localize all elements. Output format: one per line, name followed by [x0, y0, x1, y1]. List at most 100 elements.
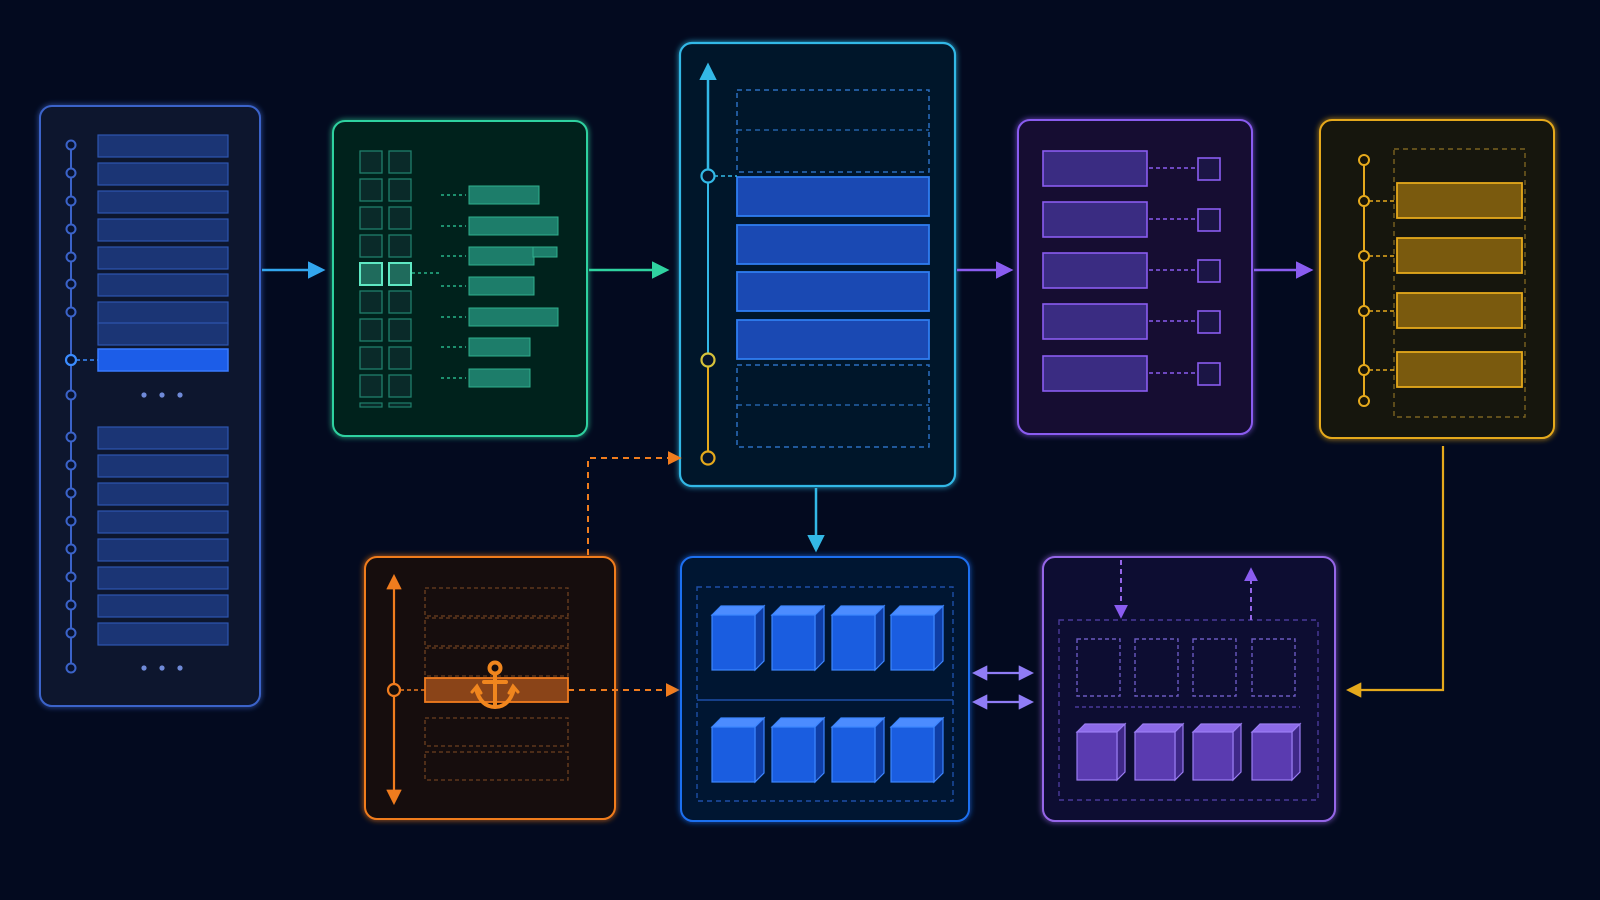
- window-panel: [678, 41, 957, 488]
- selection-row: [1396, 182, 1523, 219]
- index-bar: [468, 276, 535, 296]
- selection-node: [1358, 364, 1370, 376]
- blocks-panel: [680, 556, 970, 822]
- block-cube: [710, 604, 766, 672]
- source-row: [97, 301, 229, 325]
- index-cell: [388, 150, 412, 174]
- mapping-target: [1197, 208, 1221, 232]
- source-row: [97, 322, 229, 346]
- index-bars: [441, 185, 559, 388]
- selection-node: [1358, 305, 1370, 317]
- source-node: [65, 487, 77, 499]
- anchor-dashed-row: [424, 587, 569, 617]
- anchor-dashed-row: [424, 617, 569, 647]
- mapping-row: [1042, 355, 1148, 392]
- staging-cube: [1133, 722, 1185, 782]
- index-cell: [388, 234, 412, 258]
- staging-slot: [1076, 638, 1121, 697]
- selection-rows: [1358, 154, 1523, 407]
- source-row: [97, 218, 229, 242]
- source-node: [65, 599, 77, 611]
- index-cell: [359, 290, 383, 314]
- source-rows: [64, 134, 229, 674]
- staging-cube-side: [1116, 722, 1126, 782]
- source-node: [65, 571, 77, 583]
- selection-row: [1396, 351, 1523, 388]
- source-row: [97, 162, 229, 186]
- source-node: [65, 195, 77, 207]
- mapping-target: [1197, 157, 1221, 181]
- window-dashed-frame-bottom: [736, 364, 930, 448]
- anchor-rows: [424, 587, 569, 781]
- index-bar: [468, 337, 531, 357]
- selection-node: [1358, 250, 1370, 262]
- source-row: [97, 190, 229, 214]
- index-cell: [388, 178, 412, 202]
- block-cube-front: [711, 614, 756, 671]
- index-grid: [359, 150, 440, 408]
- source-node: [65, 251, 77, 263]
- source-node: [65, 459, 77, 471]
- selection-row: [1396, 292, 1523, 329]
- staging-slot: [1251, 638, 1296, 697]
- staging-cube-side: [1291, 722, 1301, 782]
- block-cube-front: [771, 614, 816, 671]
- selection-panel: [1319, 119, 1555, 439]
- anchor-marker: [386, 682, 402, 698]
- source-row: [97, 622, 229, 646]
- window-row: [736, 224, 930, 265]
- source-node: [65, 543, 77, 555]
- staging-slot: [1192, 638, 1237, 697]
- index-cell: [359, 374, 383, 398]
- window-row: [736, 271, 930, 312]
- selection-dashed-frame: [1393, 148, 1526, 418]
- index-cell: [359, 150, 383, 174]
- index-cell-partial: [359, 402, 383, 408]
- block-cube-side: [874, 604, 885, 672]
- index-bar: [468, 307, 559, 327]
- window-rows: [736, 176, 930, 360]
- source-row: [97, 482, 229, 506]
- index-cell: [359, 234, 383, 258]
- anchor-dashed-row: [424, 751, 569, 781]
- source-node: [65, 431, 77, 443]
- source-row: [97, 246, 229, 270]
- staging-panel: [1042, 556, 1336, 822]
- anchor-panel: [364, 556, 616, 820]
- index-cell: [388, 290, 412, 314]
- source-node: [65, 627, 77, 639]
- block-cube-side: [814, 716, 825, 784]
- index-cell: [388, 318, 412, 342]
- mapping-target: [1197, 259, 1221, 283]
- source-node: [65, 278, 77, 290]
- source-row: [97, 538, 229, 562]
- block-cube-front: [831, 726, 876, 783]
- block-cube-side: [754, 604, 765, 672]
- selection-node: [1358, 395, 1370, 407]
- index-cell-selected: [359, 262, 383, 286]
- index-bar: [468, 216, 559, 236]
- source-node: [65, 223, 77, 235]
- index-cell-selected: [388, 262, 412, 286]
- selection-row: [1396, 237, 1523, 274]
- block-cube: [770, 604, 826, 672]
- source-row: [97, 594, 229, 618]
- staging-slot: [1134, 638, 1179, 697]
- index-panel: [332, 120, 588, 437]
- source-row: [97, 426, 229, 450]
- window-end-marker: [700, 352, 716, 368]
- index-cell: [359, 346, 383, 370]
- blocks-cubes: [710, 604, 945, 784]
- index-cell: [359, 178, 383, 202]
- index-cell: [359, 318, 383, 342]
- source-ellipsis-bottom: [141, 665, 183, 671]
- staging-cube-front: [1192, 731, 1234, 781]
- source-node: [65, 167, 77, 179]
- block-cube: [889, 604, 945, 672]
- staging-cube-front: [1076, 731, 1118, 781]
- source-node: [65, 515, 77, 527]
- source-row: [97, 454, 229, 478]
- arrow-selection-to-staging: [1345, 446, 1445, 698]
- block-cube-front: [831, 614, 876, 671]
